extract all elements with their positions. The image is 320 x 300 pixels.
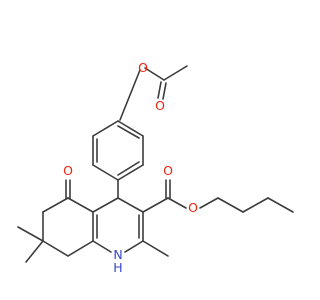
bond-pentyl-2 <box>242 197 269 213</box>
bond-ph-6-inner <box>117 125 140 139</box>
bond-methyl-carbonyl <box>163 65 188 81</box>
bond-carbonyl-double-b <box>157 81 162 99</box>
bond-ph-4 <box>117 164 144 181</box>
atom-label-carbonyl-oxygen-top: O <box>155 98 165 113</box>
bond-ph-3 <box>92 164 119 181</box>
bond-ester-carbon-oxygen <box>167 197 187 209</box>
atom-label-amine-hydrogen: H <box>113 260 122 275</box>
bond-n-c8a <box>92 240 112 253</box>
atom-label-amine-nitrogen: N <box>113 247 122 262</box>
dihydropyridine-ring <box>92 197 144 253</box>
bond-ph-1 <box>92 120 119 137</box>
bond-c3-ester-carbon <box>142 197 169 213</box>
atom-label-ketone-oxygen: O <box>63 163 73 178</box>
bond-c7-methyl-b <box>25 240 44 263</box>
atom-label-ester-carbonyl-oxygen: O <box>163 163 173 178</box>
bond-pentyl-3 <box>267 197 294 213</box>
bond-c7-methyl-a <box>17 226 44 242</box>
molecule-canvas: O O O O O N H <box>17 60 294 275</box>
bond-c4-c3 <box>117 197 144 213</box>
bond-c5-c6 <box>42 197 69 213</box>
cyclohexenone-ring <box>42 197 94 257</box>
bond-oxygen-pentyl <box>199 197 219 209</box>
atom-label-ester-oxygen-top: O <box>138 60 148 75</box>
pentyl-ester-group <box>142 179 294 213</box>
acetoxy-group <box>119 65 188 121</box>
bond-c8-c8a <box>67 240 94 257</box>
bond-c4a-c5 <box>67 197 94 213</box>
bond-oxygen-ring <box>119 69 141 121</box>
bond-pentyl-1 <box>217 197 244 213</box>
atom-label-ester-alkoxy-oxygen: O <box>188 200 198 215</box>
phenyl-ring <box>92 120 144 181</box>
bond-ph-4-inner <box>117 161 140 176</box>
bond-c4a-c4 <box>92 197 119 213</box>
bond-carbonyl-oxygen <box>144 67 165 81</box>
bond-c2-n <box>124 240 144 253</box>
bond-c2-methyl <box>142 240 169 257</box>
chemical-structure-diagram: O O O O O N H <box>17 60 294 275</box>
bond-c7-c8 <box>42 240 69 257</box>
bond-carbonyl-double-a <box>162 82 167 100</box>
bond-ph-6 <box>117 120 144 137</box>
